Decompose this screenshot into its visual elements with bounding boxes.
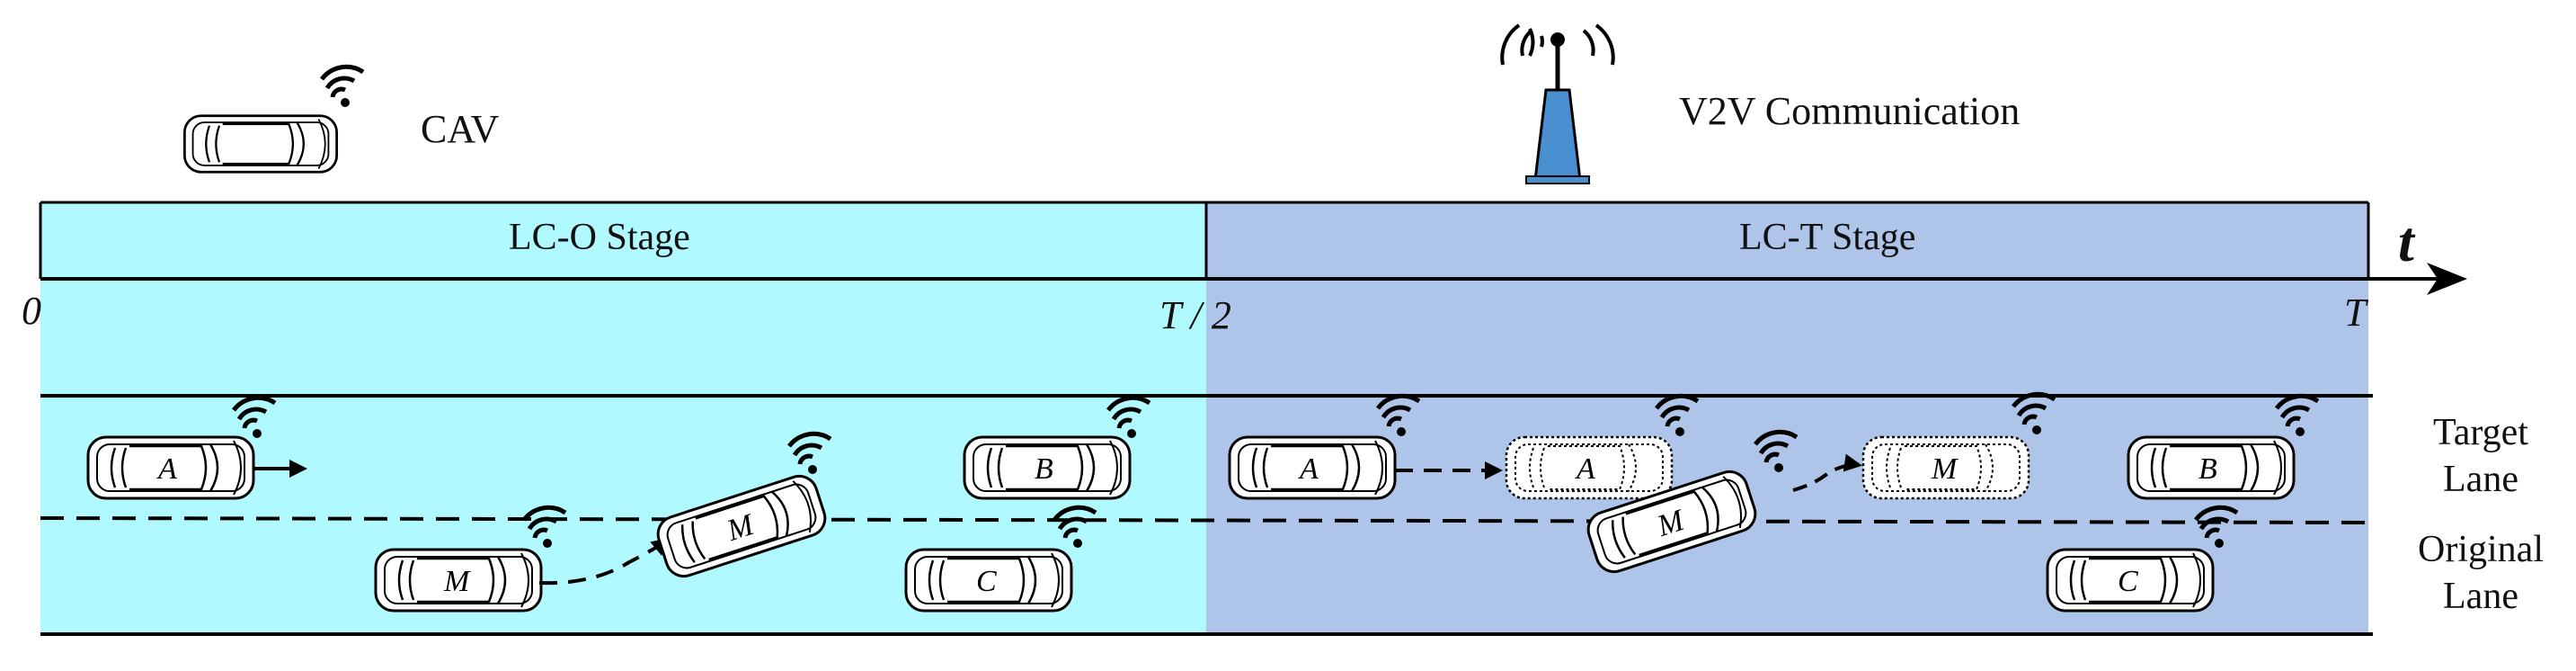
- svg-text:C: C: [2118, 565, 2138, 598]
- svg-text:B: B: [1035, 452, 1053, 486]
- svg-text:A: A: [1298, 452, 1319, 486]
- vehicle-a-lct-ghost: A: [1505, 435, 1674, 500]
- lane-divider-dashed: [40, 516, 2374, 524]
- axis-tick-end: T: [2344, 291, 2367, 335]
- car-wifi-icon: [182, 114, 339, 174]
- axis-tick-zero: 0: [22, 289, 41, 333]
- vehicle-c-lco: C: [904, 548, 1073, 613]
- vehicle-b-lct: B: [2127, 435, 2296, 500]
- target-lane-line1: Target: [2433, 412, 2528, 453]
- lane-change-trajectory: [1792, 453, 1862, 492]
- svg-text:M: M: [1931, 452, 1959, 486]
- legend-cav-label: CAV: [421, 107, 500, 151]
- vehicle-a-lct: A: [1228, 435, 1397, 500]
- svg-text:A: A: [156, 452, 177, 486]
- legend-v2v-label: V2V Communication: [1679, 89, 2021, 133]
- vehicle-m-lct-mid: M: [1582, 465, 1762, 578]
- vehicle-m-lco-mid: M: [652, 470, 831, 583]
- target-lane-line2: Lane: [2443, 459, 2518, 500]
- time-axis-arrowhead: [2427, 263, 2467, 295]
- axis-variable-t: t: [2398, 210, 2414, 273]
- svg-text:B: B: [2198, 452, 2217, 486]
- vehicle-b-lco: B: [963, 435, 1132, 500]
- original-lane-line2: Lane: [2443, 576, 2518, 617]
- antenna-tower-icon: [1500, 23, 1615, 184]
- vehicle-c-lct: C: [2046, 548, 2215, 613]
- axis-tick-half: T / 2: [1159, 293, 1231, 337]
- vehicle-m-lco-start: M: [374, 548, 543, 613]
- stage-lct-label: LC-T Stage: [1739, 217, 1916, 258]
- svg-text:A: A: [1575, 452, 1595, 486]
- vehicle-a-lco: A: [86, 435, 255, 500]
- stage-lco-label: LC-O Stage: [509, 217, 690, 258]
- svg-text:M: M: [443, 565, 471, 598]
- vehicle-m-lct-ghost: M: [1861, 435, 2030, 500]
- target-lane-label: Target Lane: [2395, 409, 2566, 503]
- svg-text:C: C: [976, 565, 997, 598]
- original-lane-label: Original Lane: [2395, 526, 2566, 620]
- original-lane-line1: Original: [2418, 529, 2544, 570]
- legend-wifi-icon: [322, 67, 363, 107]
- lane-change-trajectory: [538, 537, 671, 586]
